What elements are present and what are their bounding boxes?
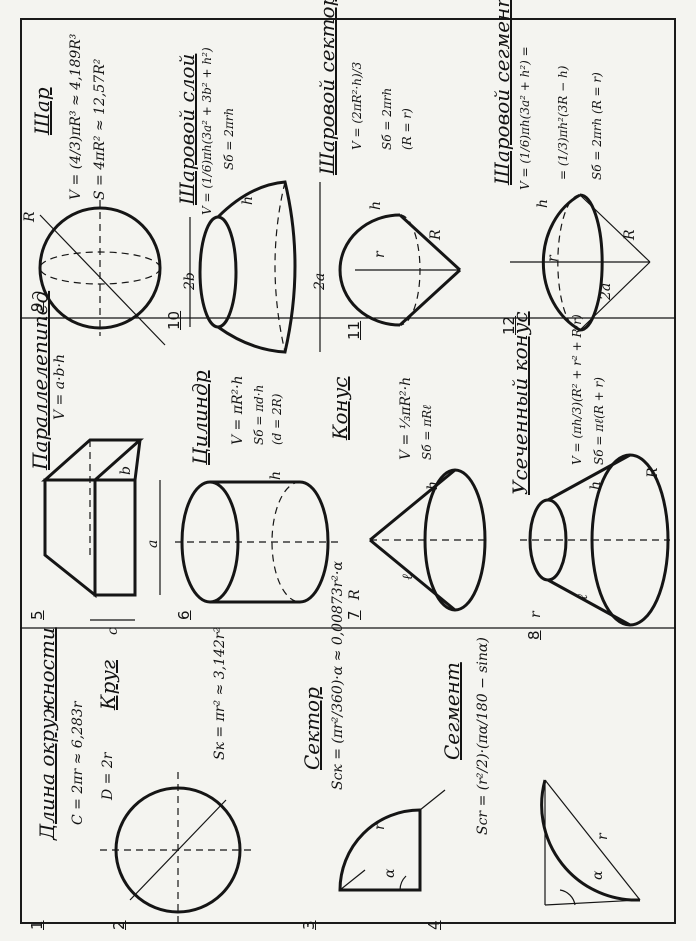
fig8-formula-v: V = (πh/3)(R² + r² + R·r) xyxy=(570,314,584,465)
fig2-number: 2 xyxy=(110,920,128,930)
fig2-title: Круг xyxy=(96,660,120,710)
spherical-segment-figure xyxy=(510,193,651,332)
fig9-title: Шар xyxy=(30,87,54,135)
fig7-formula-v: V = ⅓πR²·h xyxy=(398,376,414,460)
fig4-number: 4 xyxy=(425,920,443,930)
circle-figure xyxy=(100,772,256,928)
segment-figure xyxy=(540,779,641,906)
fig12-label-2a: 2a xyxy=(598,282,614,300)
fig6-formula-d: (d = 2R) xyxy=(270,393,284,445)
fig7-title: Конус xyxy=(328,376,352,441)
sheet-frame xyxy=(20,18,676,924)
fig4-formula: Scr = (r²/2)·(πα/180 − sinα) xyxy=(475,637,491,835)
fig10-number: 10 xyxy=(165,310,183,330)
spherical-layer-figure xyxy=(189,180,321,354)
fig12-title: Шаровой сегмент xyxy=(490,0,514,185)
fig12-label-h: h xyxy=(535,198,551,208)
fig1-title: Длина окружности xyxy=(35,627,59,840)
fig11-label-r: r xyxy=(372,251,388,258)
fig3-number: 3 xyxy=(300,920,318,930)
fig5-label-a: a xyxy=(145,539,161,548)
fig10-formula-v: V = (1/6)πh(3a² + 3b² + h²) xyxy=(200,47,214,215)
fig12-number: 12 xyxy=(500,315,518,335)
fig8-title: Усеченный конус xyxy=(508,311,532,495)
fig9-formula-s: S = 4πR² ≈ 12,57R² xyxy=(92,58,108,200)
fig7-label-r: R xyxy=(347,589,363,600)
box-figure xyxy=(41,438,161,621)
fig6-label-h: h xyxy=(268,470,284,480)
fig7-label-l: ℓ xyxy=(400,574,416,580)
fig9-label-r: R xyxy=(22,211,38,222)
fig11-formula-v: V = (2πR²·h)/3 xyxy=(350,61,364,150)
fig11-formula-s: Sб = 2πrh xyxy=(380,87,394,150)
fig12-label-R: R xyxy=(622,229,638,240)
fig4-title: Сегмент xyxy=(440,662,464,760)
fig10-label-h: h xyxy=(240,195,256,205)
fig8-label-r: r xyxy=(528,611,544,618)
fig5-title: Параллелепипед xyxy=(28,290,52,470)
fig10-title: Шаровой слой xyxy=(175,53,199,205)
fig8-label-l: ℓ xyxy=(575,594,591,600)
fig10-label-2b: 2b xyxy=(182,272,198,290)
fig3-formula: Sск = (πr²/360)·α ≈ 0,00873r²·α xyxy=(330,561,346,790)
fig6-formula-v: V = πR²·h xyxy=(230,375,246,445)
fig5-label-c: c xyxy=(105,627,121,635)
sphere-figure xyxy=(38,200,166,346)
fig3-label-alpha: α xyxy=(382,868,398,878)
fig5-formula: V = a·b·h xyxy=(52,354,68,420)
cylinder-figure xyxy=(175,480,340,604)
fig3-title: Сектор xyxy=(300,687,324,770)
fig6-number: 6 xyxy=(175,610,193,620)
fig1-number: 1 xyxy=(28,920,46,930)
fig6-formula-s: Sб = πd·h xyxy=(252,384,266,445)
fig8-formula-s: Sб = πℓ(R + r) xyxy=(592,377,606,465)
fig2-label-diameter: D = 2r xyxy=(100,752,116,800)
fig5-number: 5 xyxy=(28,610,46,620)
fig12-formula-v: V = (1/6)πh(3a² + h²) = xyxy=(518,46,532,190)
truncated-cone-figure xyxy=(520,453,670,627)
fig11-formula-note: (R = r) xyxy=(400,108,414,150)
fig11-title: Шаровой сектор xyxy=(315,0,339,175)
fig11-label-h: h xyxy=(368,200,384,210)
fig5-label-b: b xyxy=(118,466,134,475)
fig11-label-R: R xyxy=(428,229,444,240)
fig6-title: Цилиндр xyxy=(188,370,212,465)
fig4-label-r: r xyxy=(595,833,611,840)
cone-figure xyxy=(369,468,487,612)
fig8-label-h: h xyxy=(588,480,604,490)
fig7-formula-s: Sб = πRℓ xyxy=(420,404,434,460)
fig10-formula-s: Sб = 2πrh xyxy=(222,107,236,170)
fig1-formula: C = 2πr ≈ 6,283r xyxy=(70,701,86,825)
fig12-formula-s: Sб = 2πrh (R = r) xyxy=(590,72,604,180)
fig8-number: 8 xyxy=(525,630,543,640)
sector-figure xyxy=(338,789,446,892)
spherical-sector-figure xyxy=(338,213,462,327)
fig12-formula-v2: = (1/3)πh²(3R − h) xyxy=(556,65,570,180)
fig10-label-2a: 2a xyxy=(312,272,328,290)
fig3-label-r: r xyxy=(372,823,388,830)
fig8-label-R: R xyxy=(645,467,661,478)
fig9-number: 9 xyxy=(28,302,46,312)
fig11-number: 11 xyxy=(345,320,363,340)
fig4-label-alpha: α xyxy=(590,870,606,880)
fig12-label-r: r xyxy=(545,255,561,262)
fig7-number: 7 xyxy=(345,610,363,620)
fig9-formula-v: V = (4/3)πR³ ≈ 4,189R³ xyxy=(68,33,84,200)
fig7-label-h: h xyxy=(425,480,441,490)
fig2-formula: Sк = πr² ≈ 3,142r² xyxy=(212,626,228,760)
